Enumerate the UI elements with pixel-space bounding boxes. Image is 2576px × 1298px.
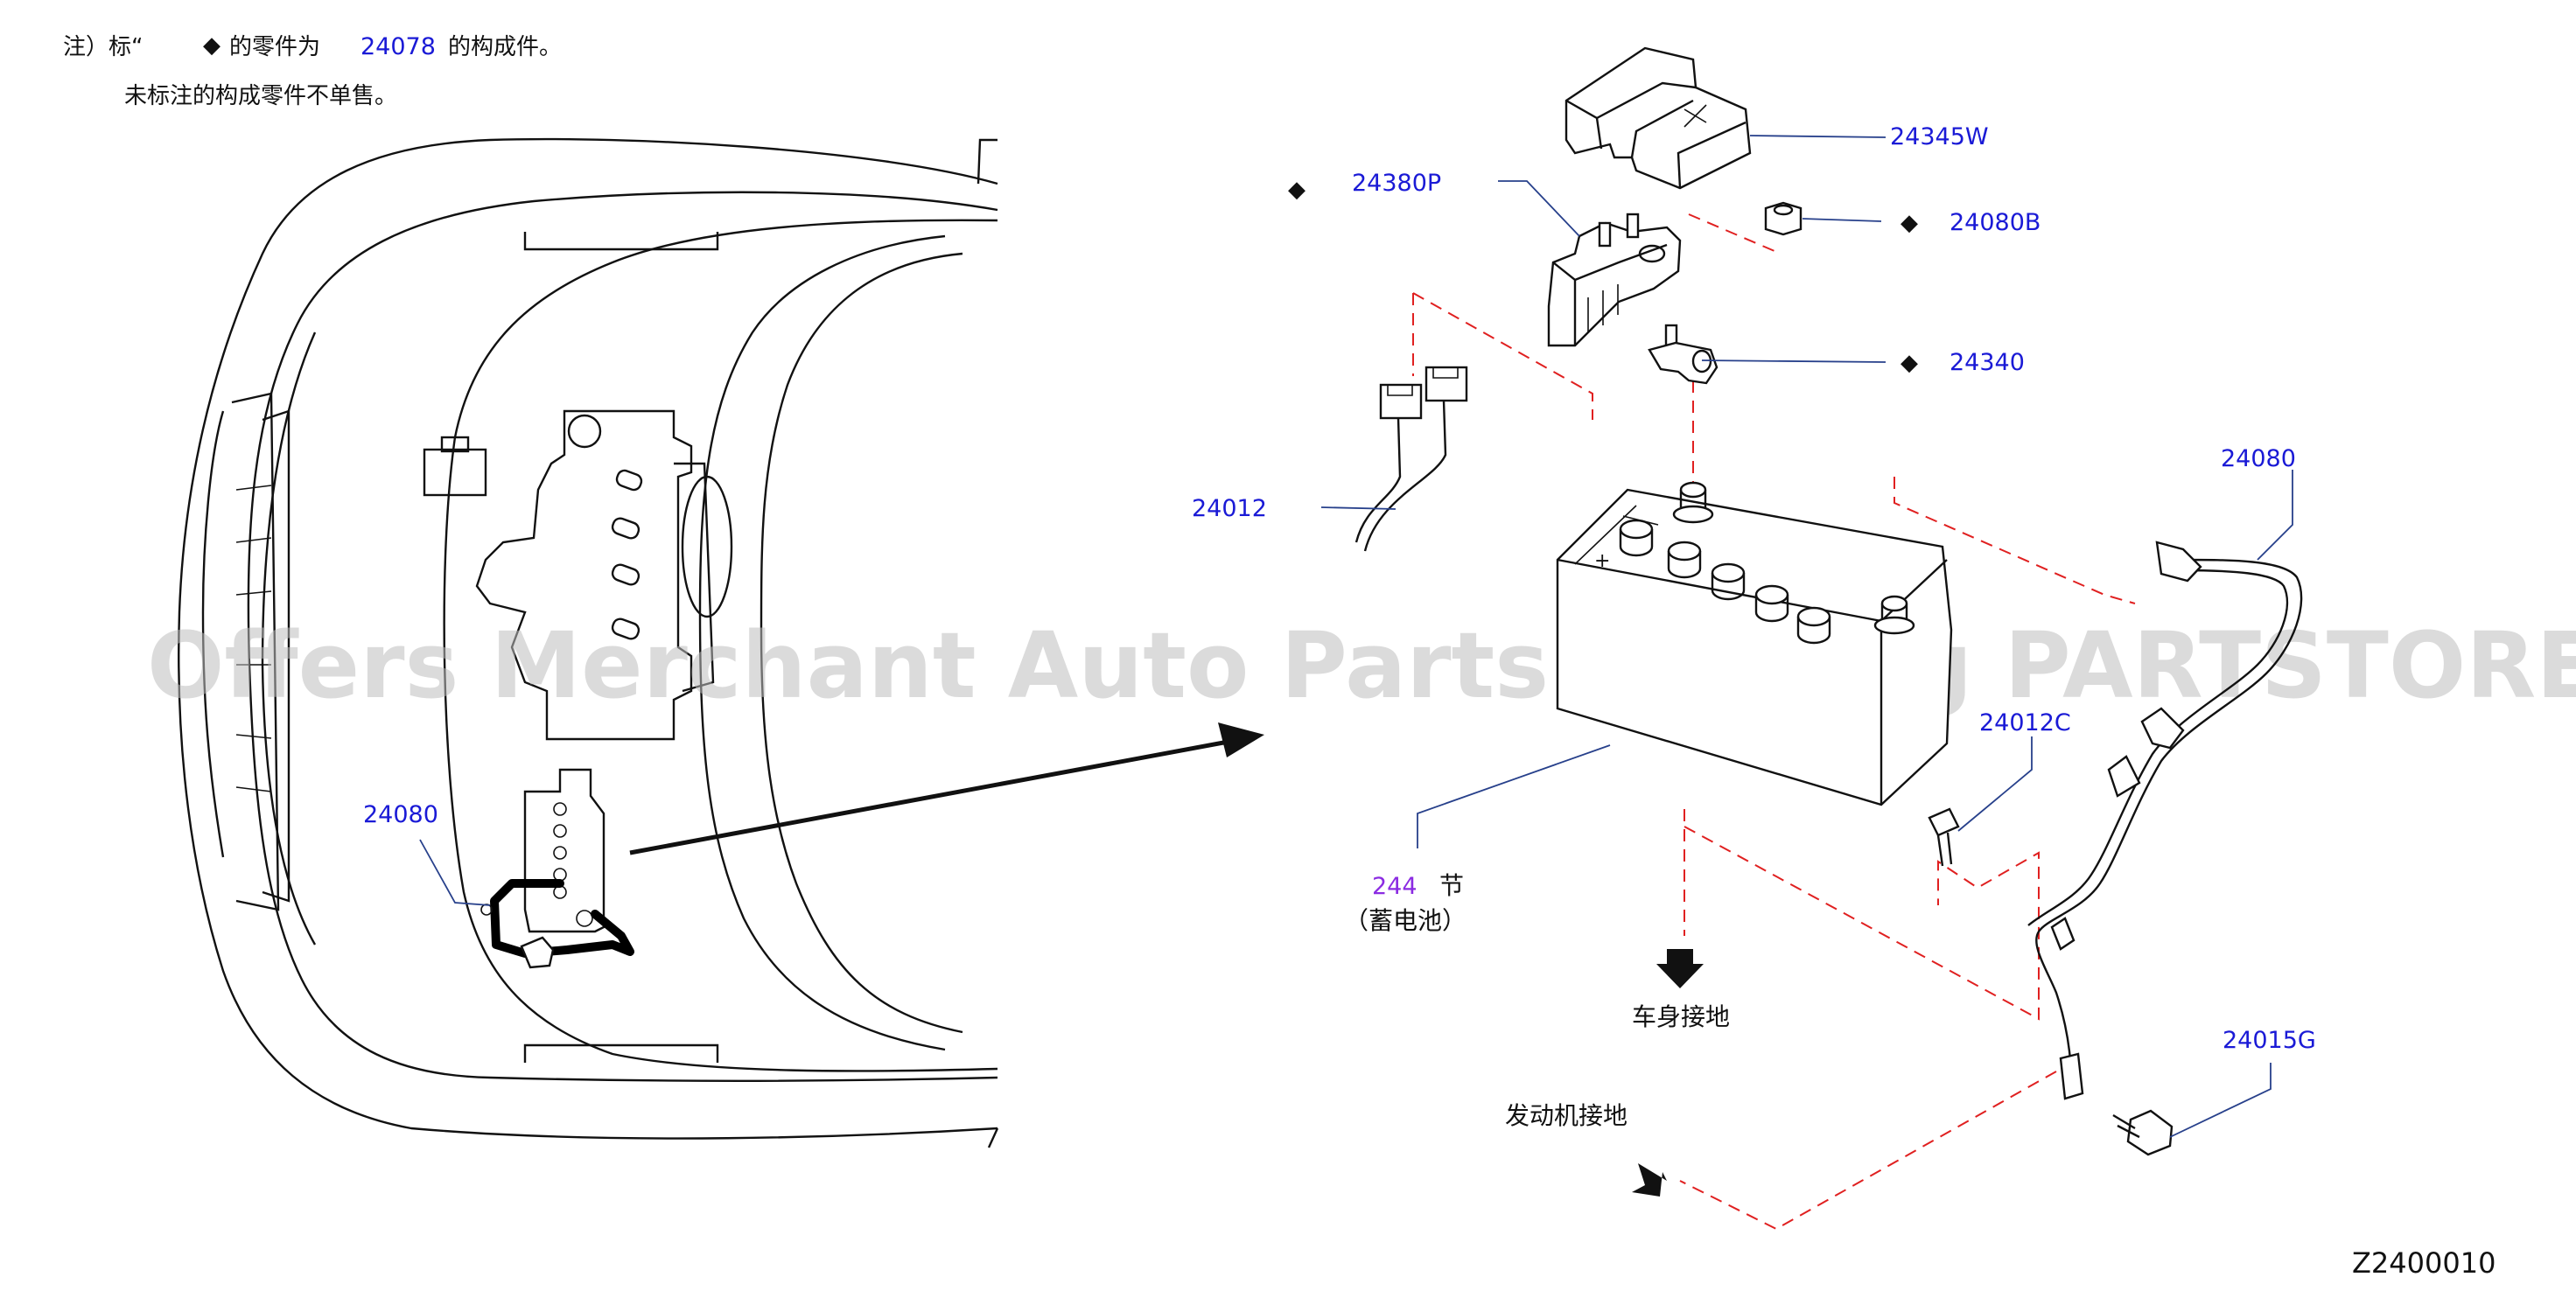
zoom-arrow [629,722,1264,855]
nut [1764,201,1802,236]
engine-ground-arrow [1632,1163,1667,1197]
car-body-outline [178,137,998,1140]
dashed-guides [1412,213,2136,1231]
callout-24080[interactable]: 24080 [2221,445,2296,472]
battery-section-name: （蓄电池） [1344,906,1466,935]
diamond-marker-24340: ◆ [1900,350,1918,376]
engine-ground-label: 发动机接地 [1505,1101,1628,1130]
fusible-link-block [1547,213,1682,347]
battery-bracket-overview [523,768,606,933]
callout-24012[interactable]: 24012 [1192,495,1267,522]
diamond-marker-24380P: ◆ [1288,177,1306,203]
diagram-code: Z2400010 [2352,1246,2496,1280]
diamond-marker-24080B: ◆ [1900,210,1918,236]
leader-lines [1320,135,2293,1138]
callout-24080B[interactable]: 24080B [1950,209,2040,236]
fuse-row [611,469,643,640]
callout-24015G[interactable]: 24015G [2222,1027,2316,1054]
callout-24012C[interactable]: 24012C [1979,709,2071,736]
note-middle: 的零件为 [229,34,320,60]
notes: 注）标“ ◆ 的零件为 24078 的构成件。 未标注的构成零件不单售。 [63,32,562,109]
svg-text:+: + [1594,550,1610,572]
battery: + [1556,481,1953,806]
body-ground-arrow [1656,949,1704,988]
battery-section-ref[interactable]: 244 [1372,873,1418,900]
callout-24080-overview[interactable]: 24080 [363,801,438,828]
callouts: 24345W ◆ 24380P ◆ 24080B ◆ 24340 24012 2… [1192,123,2316,1130]
ground-cable-overview [490,879,634,958]
terminal-cover [1564,46,1752,190]
note-prefix: 注）标“ [63,34,143,60]
callout-24340[interactable]: 24340 [1950,349,2025,376]
callout-24380P[interactable]: 24380P [1352,170,1441,197]
body-ground-label: 车身接地 [1632,1002,1730,1031]
engine-block [475,409,693,741]
note-line2: 未标注的构成零件不单售。 [124,83,397,109]
battery-section-unit: 节 [1439,871,1464,900]
note-suffix: 的构成件。 [448,34,562,60]
callout-24345W[interactable]: 24345W [1890,123,1989,150]
watermark: Offers Merchant Auto Parts Catalog PARTS… [147,612,2576,719]
harness-connector [1354,366,1468,552]
note-part-link[interactable]: 24078 [360,33,436,60]
diamond-marker-note: ◆ [203,32,220,59]
positive-terminal-clamp [1648,324,1718,385]
engine-bay-overview: 24080 [178,137,999,1148]
ground-cable [1928,541,2303,1156]
